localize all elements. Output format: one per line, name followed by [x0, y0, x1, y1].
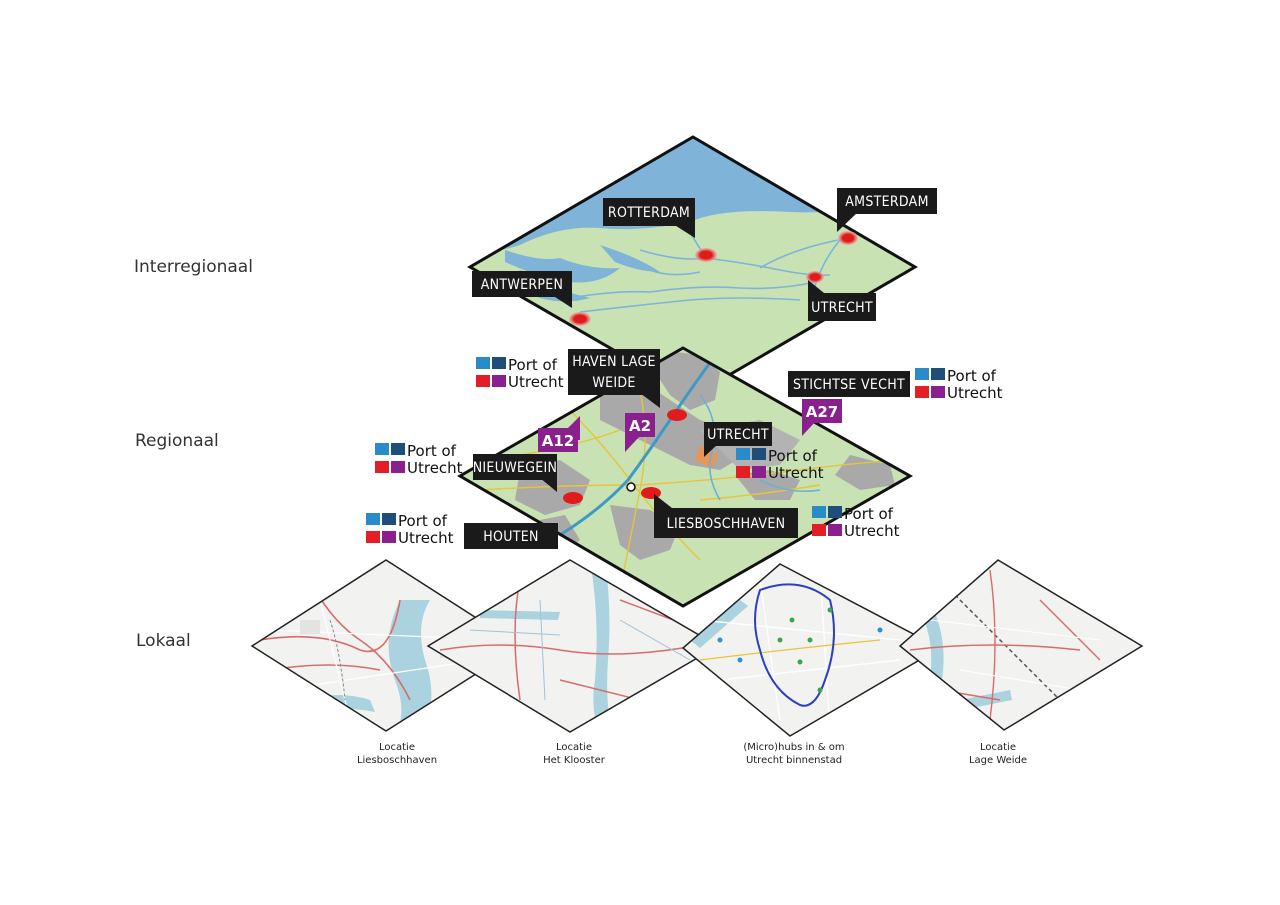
tag-nieuwegein: NIEUWEGEIN — [473, 454, 558, 492]
tag-antwerpen: ANTWERPEN — [472, 271, 572, 308]
hotspot-haven-lage-weide — [667, 409, 687, 421]
svg-text:Utrecht binnenstad: Utrecht binnenstad — [746, 755, 842, 766]
svg-text:LIESBOSCHHAVEN: LIESBOSCHHAVEN — [667, 516, 786, 532]
port-of-utrecht-logo: Port of Utrecht — [476, 356, 564, 391]
svg-text:A27: A27 — [806, 403, 838, 421]
level-label-regional: Regionaal — [135, 431, 219, 451]
tag-haven-lage-weide: HAVEN LAGE WEIDE — [568, 349, 660, 408]
svg-text:Port of: Port of — [947, 367, 997, 385]
svg-text:Port of: Port of — [407, 442, 457, 460]
svg-text:UTRECHT: UTRECHT — [811, 300, 873, 316]
svg-text:ANTWERPEN: ANTWERPEN — [481, 277, 564, 293]
hotspot-rotterdam — [695, 248, 717, 262]
port-of-utrecht-logo: Port of Utrecht — [375, 442, 463, 477]
svg-text:Utrecht: Utrecht — [947, 384, 1003, 402]
svg-text:A2: A2 — [629, 417, 651, 435]
svg-text:Lage Weide: Lage Weide — [969, 755, 1027, 766]
hotspot-utrecht-interregional — [806, 271, 824, 283]
hotspot-amsterdam — [838, 231, 858, 245]
svg-text:WEIDE: WEIDE — [592, 375, 635, 391]
hotspot-nieuwegein — [563, 492, 583, 504]
svg-text:HAVEN LAGE: HAVEN LAGE — [572, 354, 656, 370]
tag-amsterdam: AMSTERDAM — [837, 188, 937, 232]
svg-text:A12: A12 — [542, 432, 574, 450]
svg-text:Utrecht: Utrecht — [768, 464, 824, 482]
svg-text:Utrecht: Utrecht — [844, 522, 900, 540]
svg-text:ROTTERDAM: ROTTERDAM — [608, 205, 690, 221]
svg-text:AMSTERDAM: AMSTERDAM — [845, 194, 929, 210]
port-of-utrecht-logo: Port of Utrecht — [736, 447, 824, 482]
road-badge-a27: A27 — [802, 399, 842, 436]
svg-text:Port of: Port of — [508, 356, 558, 374]
road-badge-a2: A2 — [625, 413, 655, 452]
level-label-local: Lokaal — [136, 631, 191, 651]
local-map-lage-weide — [898, 559, 1144, 731]
caption-microhubs: (Micro)hubs in & om Utrecht binnenstad — [743, 742, 844, 766]
hotspot-antwerpen — [569, 312, 591, 326]
tag-liesboschhaven: LIESBOSCHHAVEN — [654, 494, 798, 538]
svg-text:Locatie: Locatie — [556, 742, 592, 753]
caption-liesboschhaven: Locatie Liesboschhaven — [357, 742, 437, 766]
svg-text:Port of: Port of — [844, 505, 894, 523]
svg-text:Utrecht: Utrecht — [508, 373, 564, 391]
port-of-utrecht-logo: Port of Utrecht — [366, 512, 454, 547]
svg-text:Utrecht: Utrecht — [398, 529, 454, 547]
svg-text:Het Klooster: Het Klooster — [543, 755, 606, 766]
port-of-utrecht-logo: Port of Utrecht — [915, 367, 1003, 402]
svg-text:NIEUWEGEIN: NIEUWEGEIN — [473, 460, 558, 476]
svg-text:Utrecht: Utrecht — [407, 459, 463, 477]
svg-text:Port of: Port of — [768, 447, 818, 465]
road-badge-a12: A12 — [538, 416, 580, 452]
junction-icon — [626, 482, 636, 492]
tag-rotterdam: ROTTERDAM — [603, 198, 695, 238]
svg-text:Locatie: Locatie — [980, 742, 1016, 753]
svg-text:Liesboschhaven: Liesboschhaven — [357, 755, 437, 766]
caption-het-klooster: Locatie Het Klooster — [543, 742, 606, 766]
svg-text:STICHTSE VECHT: STICHTSE VECHT — [793, 377, 905, 393]
svg-text:(Micro)hubs in & om: (Micro)hubs in & om — [743, 742, 844, 753]
level-label-interregional: Interregionaal — [134, 257, 253, 277]
tag-houten: HOUTEN — [464, 523, 558, 549]
svg-text:Locatie: Locatie — [379, 742, 415, 753]
svg-text:UTRECHT: UTRECHT — [707, 427, 769, 443]
svg-text:Port of: Port of — [398, 512, 448, 530]
caption-lage-weide: Locatie Lage Weide — [969, 742, 1027, 766]
tag-stichtse-vecht: STICHTSE VECHT — [788, 371, 910, 397]
tag-utrecht-regional: UTRECHT — [704, 422, 772, 457]
svg-text:HOUTEN: HOUTEN — [483, 529, 538, 545]
port-of-utrecht-logo: Port of Utrecht — [812, 505, 900, 540]
tag-utrecht-interregional: UTRECHT — [808, 280, 876, 321]
